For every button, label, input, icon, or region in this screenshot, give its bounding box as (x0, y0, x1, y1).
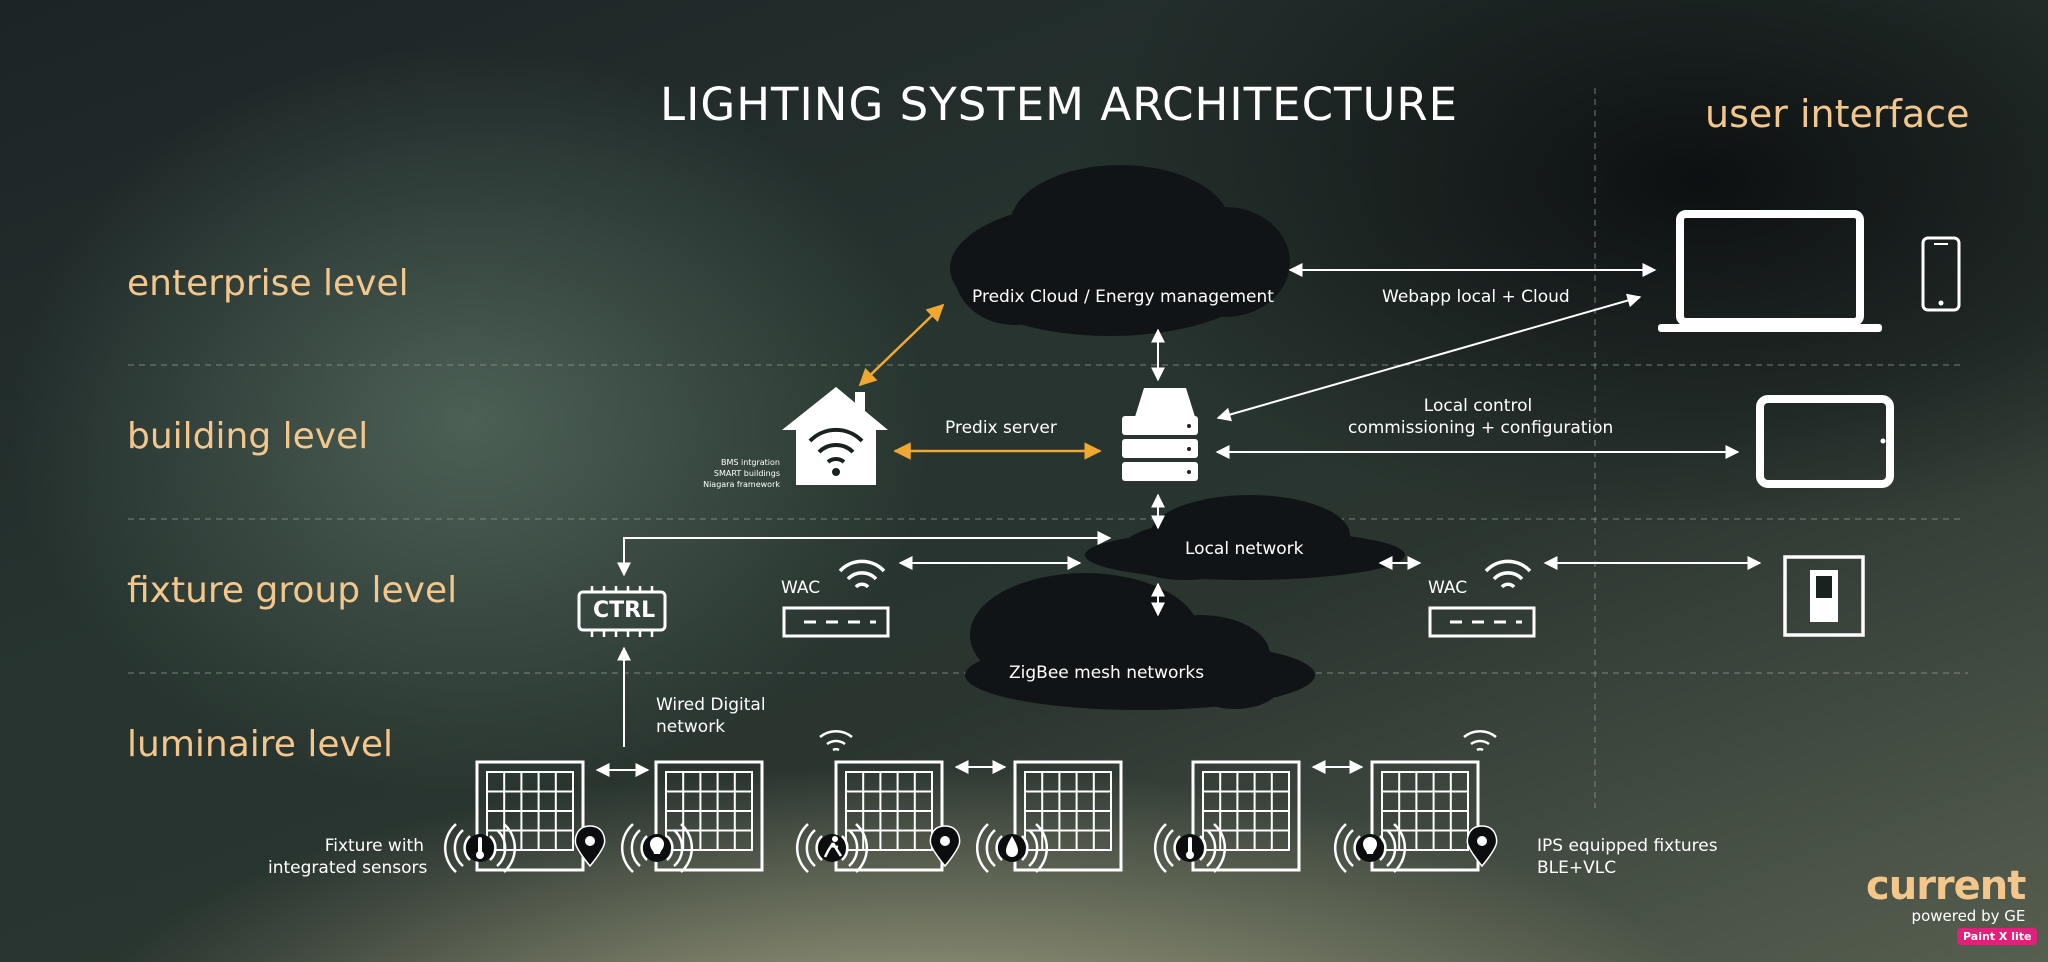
bms-line-1: BMS intgration (720, 458, 780, 467)
page-title: LIGHTING SYSTEM ARCHITECTURE (660, 78, 1459, 131)
brand-logo: current powered by GE (1866, 863, 2026, 926)
building-house-icon (782, 387, 888, 485)
local-control-line-1: Local control (1423, 396, 1533, 416)
user-interface-heading: user interface (1705, 92, 1970, 136)
wired-network-label: Wired Digital network (656, 694, 766, 738)
bms-line-2: SMART buildings (713, 469, 780, 478)
brand-name: current (1866, 863, 2026, 909)
wac-left-label: WAC (781, 578, 821, 598)
cloud-label: Predix Cloud / Energy management (972, 287, 1274, 307)
wired-network-line-2: network (656, 717, 726, 737)
laptop-icon (1658, 210, 1882, 332)
local-network-label: Local network (1185, 539, 1304, 559)
fixture-sensors-line-1: Fixture with (324, 836, 424, 856)
local-control-line-2: commissioning + configuration (1348, 418, 1614, 438)
ctrl-chip-icon (577, 586, 667, 637)
wac-right-label: WAC (1428, 578, 1468, 598)
predix-server-label: Predix server (945, 418, 1057, 438)
ctrl-label: CTRL (593, 598, 656, 623)
ips-fixtures-line-1: IPS equipped fixtures (1537, 836, 1718, 856)
building-level-label: building level (127, 416, 369, 457)
orange-connectors (858, 303, 1102, 460)
wired-network-line-1: Wired Digital (656, 695, 766, 715)
predix-cloud-shape (950, 165, 1290, 336)
tablet-icon (1756, 395, 1894, 488)
predix-server-icon (1122, 388, 1198, 481)
enterprise-level-label: enterprise level (127, 263, 409, 304)
ips-fixtures-line-2: BLE+VLC (1537, 858, 1617, 878)
wall-switch-icon (1783, 555, 1865, 637)
webapp-label: Webapp local + Cloud (1382, 287, 1570, 307)
bms-line-3: Niagara framework (703, 480, 780, 489)
sensor-icons (443, 822, 1407, 874)
fixture-sensors-line-2: integrated sensors (268, 858, 428, 878)
watermark-badge: Paint X lite (1957, 928, 2038, 945)
zigbee-label: ZigBee mesh networks (1009, 663, 1205, 683)
luminaire-level-label: luminaire level (127, 724, 393, 765)
bms-label: BMS intgration SMART buildings Niagara f… (690, 457, 780, 490)
brand-subtitle: powered by GE (1911, 907, 2026, 925)
phone-icon (1921, 236, 1961, 312)
zigbee-cloud-shape (965, 573, 1315, 710)
fixture-group-level-label: fixture group level (127, 570, 458, 611)
level-separators (128, 88, 1968, 808)
fixture-sensors-label: Fixture with integrated sensors (268, 835, 428, 879)
fixture-wifi-icons (819, 730, 1497, 752)
local-network-cloud-shape (1085, 495, 1405, 580)
connectors (595, 263, 1762, 777)
local-control-label: Local control commissioning + configurat… (1348, 395, 1614, 439)
ips-fixtures-label: IPS equipped fixtures BLE+VLC (1537, 835, 1718, 879)
